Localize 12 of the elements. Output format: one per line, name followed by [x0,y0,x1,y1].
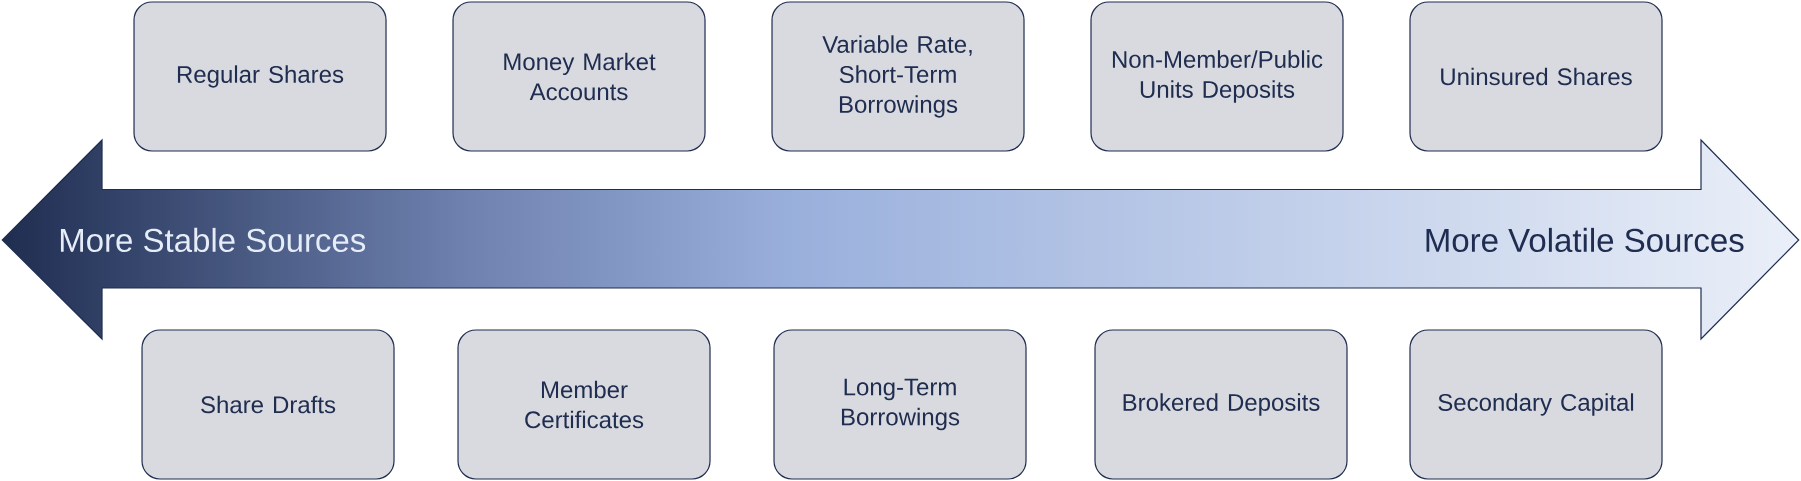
source-box: Money Market Accounts [452,1,706,152]
source-box: Non-Member/Public Units Deposits [1090,1,1344,152]
source-box: Share Drafts [141,329,395,480]
source-box: Uninsured Shares [1409,1,1663,152]
source-box: Variable Rate, Short-Term Borrowings [771,1,1025,152]
source-box: Long-Term Borrowings [773,329,1027,480]
source-box: Regular Shares [133,1,387,152]
arrow-label: More Volatile Sources [1426,227,1744,253]
source-box: Member Certificates [457,329,711,480]
source-box: Secondary Capital [1409,329,1663,480]
source-box: Brokered Deposits [1094,329,1348,480]
arrow-label: More Stable Sources [60,227,366,253]
